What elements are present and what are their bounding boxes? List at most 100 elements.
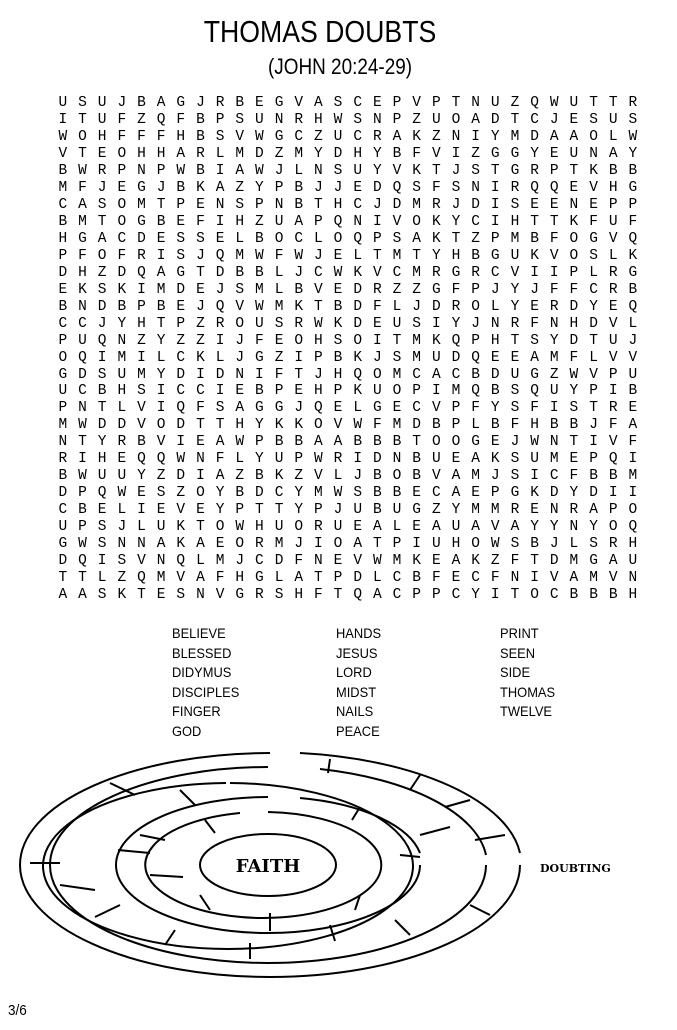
grid-letter: V — [156, 434, 166, 451]
grid-letter: V — [392, 213, 402, 230]
grid-letter: G — [235, 587, 245, 604]
grid-letter: Z — [196, 332, 205, 349]
grid-letter: N — [196, 451, 205, 468]
grid-letter: L — [589, 349, 598, 366]
grid-letter: E — [196, 196, 205, 213]
grid-letter: Y — [549, 519, 559, 536]
grid-letter: C — [353, 128, 363, 145]
maze-ring-5 — [144, 811, 383, 919]
grid-letter: C — [490, 264, 500, 281]
grid-letter: I — [137, 281, 146, 298]
grid-letter: U — [392, 502, 402, 519]
grid-letter: A — [608, 553, 618, 570]
grid-letter: B — [589, 587, 598, 604]
grid-letter: Z — [392, 281, 402, 298]
grid-letter: F — [137, 128, 146, 145]
grid-letter: Y — [294, 485, 304, 502]
grid-letter: V — [235, 128, 245, 145]
grid-letter: R — [196, 145, 205, 162]
grid-letter: B — [628, 162, 638, 179]
grid-letter: B — [235, 485, 245, 502]
grid-letter: W — [333, 485, 343, 502]
maze-center-label: FAITH — [236, 856, 301, 877]
grid-letter: I — [530, 264, 539, 281]
grid-letter: G — [412, 502, 421, 519]
grid-letter: T — [569, 162, 579, 179]
grid-letter: F — [589, 213, 598, 230]
grid-letter: C — [58, 502, 68, 519]
grid-letter: F — [196, 213, 205, 230]
grid-letter: F — [569, 349, 579, 366]
grid-letter: B — [156, 298, 166, 315]
grid-letter: M — [58, 179, 68, 196]
grid-letter: N — [78, 400, 87, 417]
grid-letter: J — [215, 281, 225, 298]
maze-ring-3 — [42, 782, 414, 950]
grid-letter: A — [196, 570, 205, 587]
grid-letter: V — [431, 468, 441, 485]
grid-letter: Y — [97, 434, 107, 451]
grid-letter: D — [353, 298, 363, 315]
grid-letter: G — [255, 349, 264, 366]
grid-letter: E — [196, 434, 205, 451]
grid-letter: E — [117, 451, 127, 468]
grid-letter: R — [215, 95, 225, 111]
grid-letter: L — [392, 298, 402, 315]
grid-letter: O — [608, 519, 618, 536]
grid-letter: C — [353, 95, 363, 111]
grid-letter: C — [294, 128, 304, 145]
grid-letter: D — [333, 145, 343, 162]
grid-letter: Z — [274, 349, 284, 366]
grid-letter: P — [156, 162, 166, 179]
grid-letter: B — [78, 502, 87, 519]
grid-letter: V — [137, 400, 146, 417]
grid-letter: A — [235, 162, 245, 179]
grid-letter: H — [78, 264, 87, 281]
grid-letter: Z — [176, 485, 186, 502]
grid-letter: B — [255, 468, 264, 485]
grid-letter: C — [392, 587, 402, 604]
grid-letter: D — [589, 315, 598, 332]
grid-letter: B — [156, 213, 166, 230]
grid-letter: E — [196, 502, 205, 519]
word-list-item: SIDE — [500, 664, 531, 681]
grid-letter: C — [274, 485, 284, 502]
grid-letter: U — [628, 553, 638, 570]
grid-letter: A — [156, 264, 166, 281]
grid-letter: V — [608, 349, 618, 366]
grid-letter: T — [274, 502, 284, 519]
grid-letter: E — [510, 349, 520, 366]
grid-letter: U — [333, 519, 343, 536]
grid-letter: N — [471, 179, 480, 196]
grid-letter: N — [314, 553, 323, 570]
grid-letter: V — [490, 519, 500, 536]
grid-letter: C — [78, 315, 87, 332]
grid-letter: O — [333, 230, 343, 247]
grid-letter: R — [137, 247, 146, 264]
grid-letter: J — [97, 315, 107, 332]
grid-letter: O — [333, 536, 343, 553]
grid-letter: U — [490, 95, 500, 111]
word-list-item: THOMAS — [500, 683, 556, 700]
grid-letter: R — [549, 298, 559, 315]
word-list-item: NAILS — [336, 703, 374, 720]
grid-letter: G — [471, 434, 480, 451]
grid-letter: V — [372, 264, 382, 281]
grid-letter: Z — [196, 315, 205, 332]
grid-letter: W — [314, 451, 323, 468]
grid-letter: M — [412, 196, 421, 213]
grid-letter: V — [176, 502, 186, 519]
grid-letter: V — [137, 417, 146, 434]
grid-letter: P — [549, 162, 559, 179]
grid-letter: M — [215, 553, 225, 570]
grid-letter: J — [549, 536, 559, 553]
grid-letter: K — [333, 315, 343, 332]
grid-letter: B — [372, 434, 382, 451]
grid-letter: N — [215, 196, 225, 213]
grid-letter: H — [294, 587, 304, 604]
grid-letter: T — [510, 332, 520, 349]
grid-letter: E — [215, 536, 225, 553]
grid-letter: T — [530, 553, 539, 570]
grid-letter: F — [274, 247, 284, 264]
grid-letter: D — [549, 485, 559, 502]
